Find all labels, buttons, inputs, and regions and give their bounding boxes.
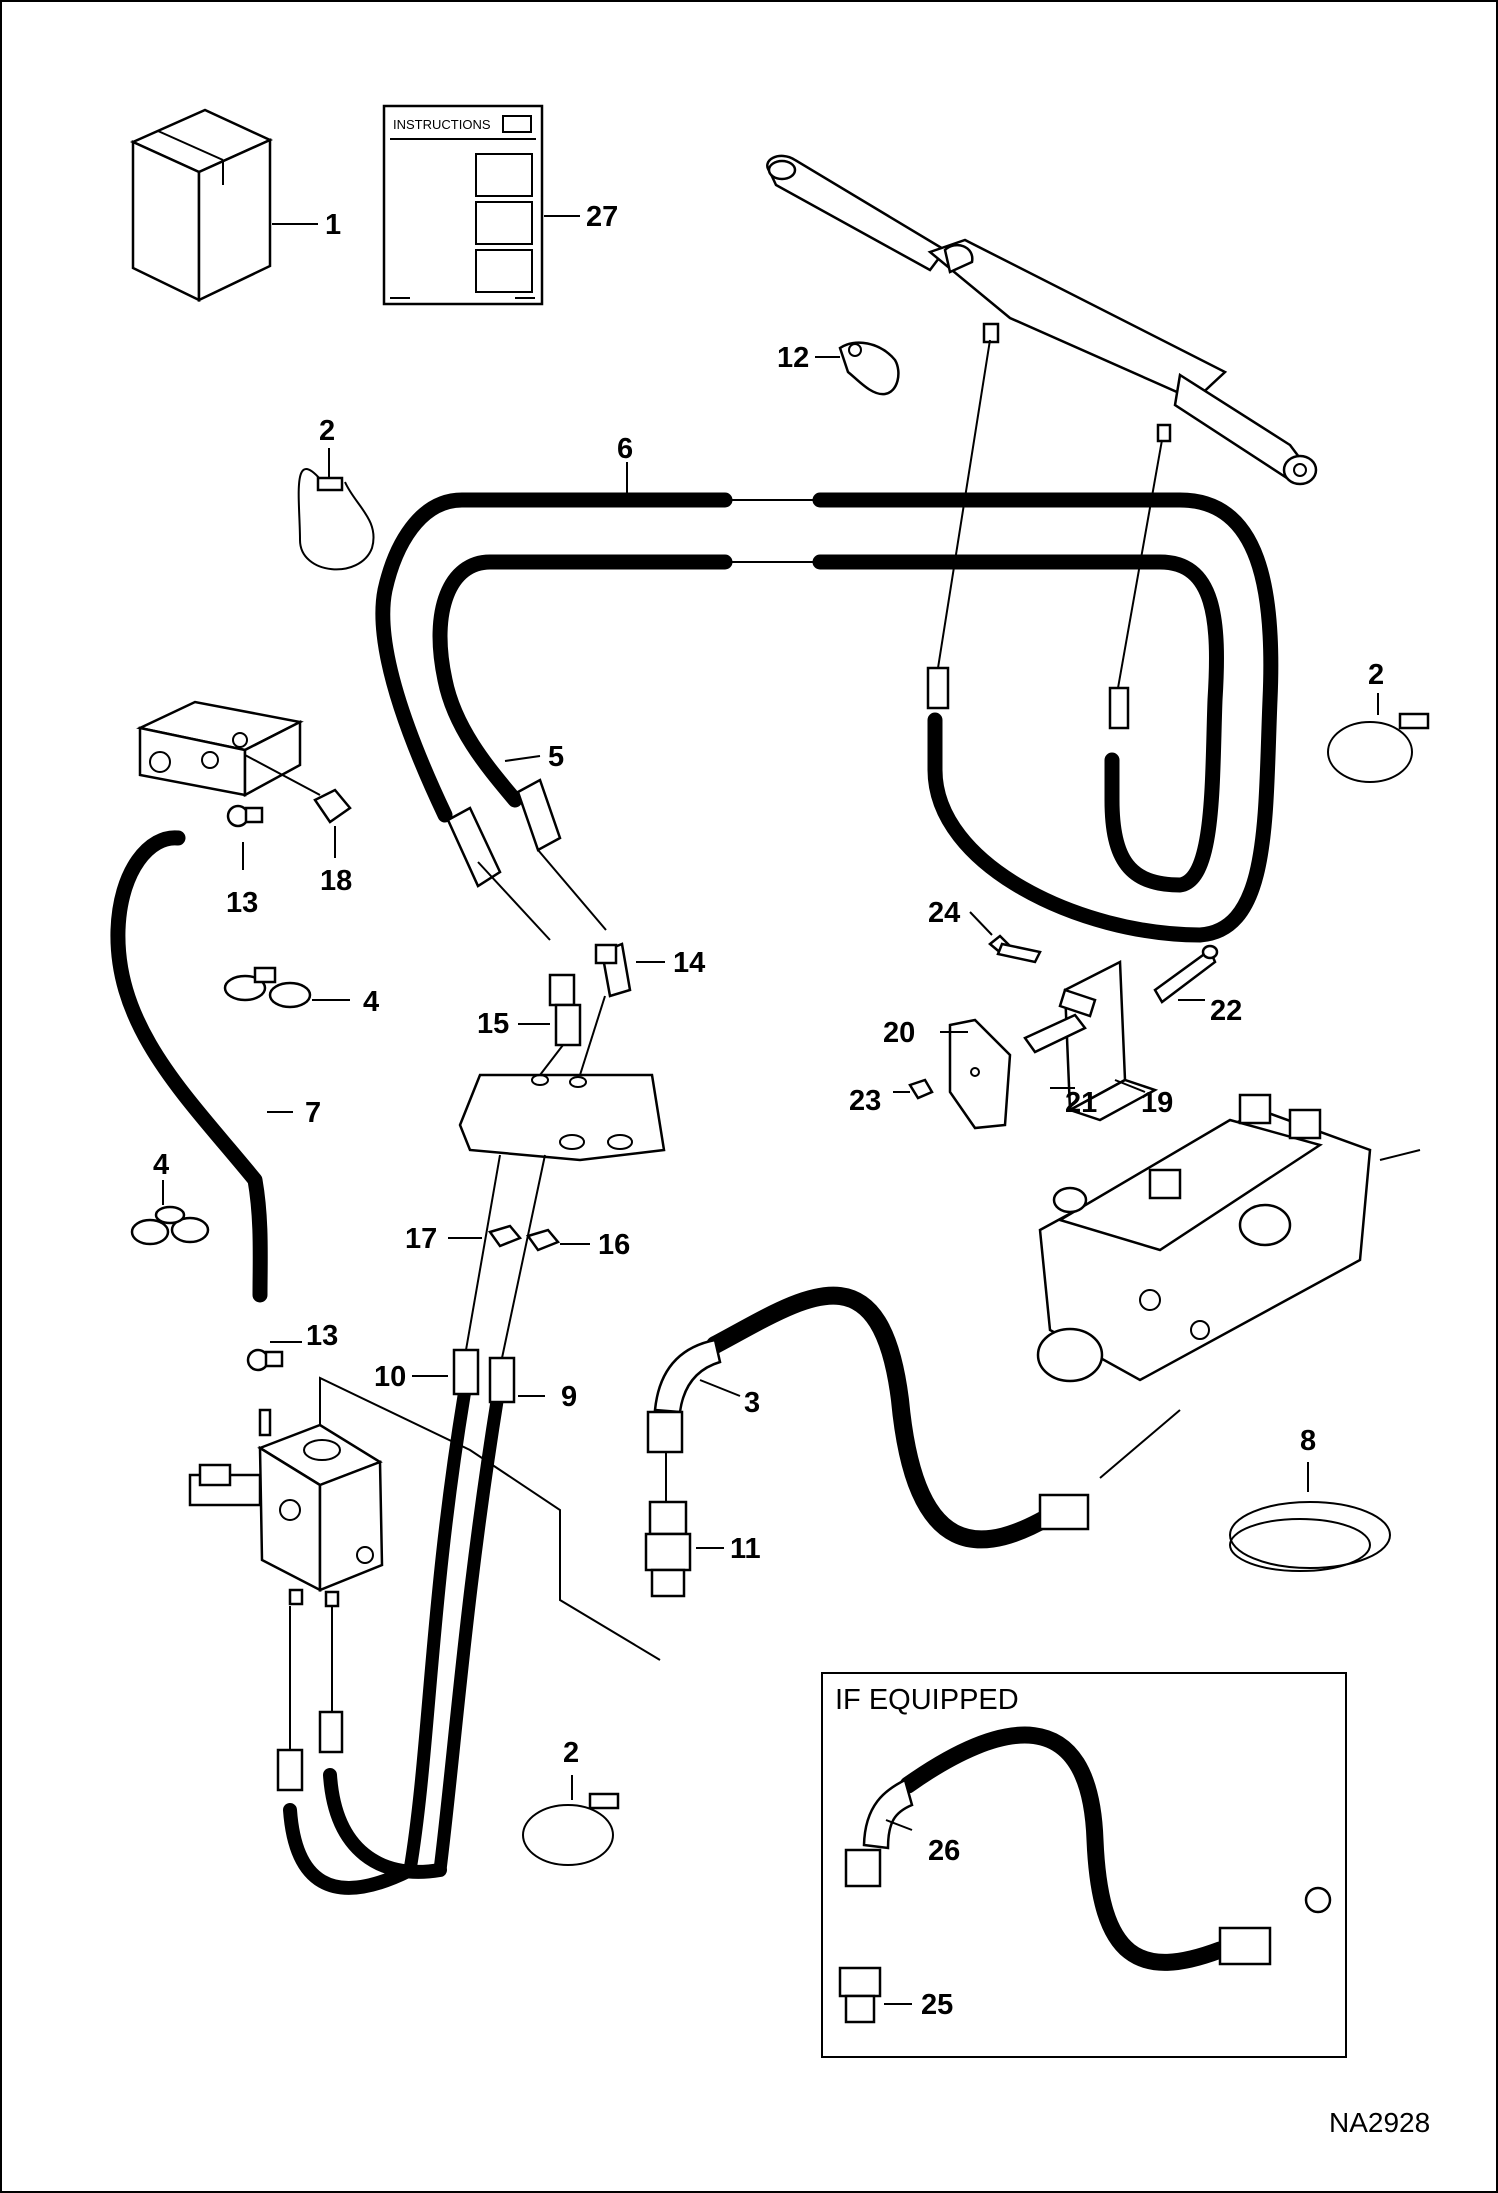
callout-22: 22 xyxy=(1210,995,1242,1027)
drawing-code: NA2928 xyxy=(1329,2107,1430,2138)
part-valve-manifold xyxy=(188,1408,384,1608)
hose-fittings-lower xyxy=(446,778,562,888)
part-fitting-11 xyxy=(644,1500,692,1598)
callout-2-top: 2 xyxy=(319,415,335,447)
link-15-bracket xyxy=(539,1044,564,1076)
callout-20: 20 xyxy=(883,1017,915,1049)
instructions-label: INSTRUCTIONS xyxy=(393,117,491,132)
part-tie-strap-right xyxy=(1327,712,1430,783)
hose-manifold-b xyxy=(323,1768,447,1879)
hose-9 xyxy=(433,1356,516,1877)
part-control-valve xyxy=(1036,1093,1421,1383)
callout-13-top: 13 xyxy=(226,887,258,919)
callout-11: 11 xyxy=(730,1533,761,1565)
part-fitting-15 xyxy=(548,973,582,1047)
part-spacer-21 xyxy=(1023,1013,1087,1054)
part-tie-strap-bottom xyxy=(522,1792,620,1866)
callout-5: 5 xyxy=(548,741,564,773)
callout-10: 10 xyxy=(374,1361,406,1393)
part-hose-clamp-4-left xyxy=(130,1205,210,1246)
callout-25: 25 xyxy=(921,1989,953,2021)
hose-fittings-cylinder xyxy=(926,339,1163,730)
inset-title: IF EQUIPPED xyxy=(835,1684,1019,1716)
part-nut-16 xyxy=(525,1228,561,1252)
hose-manifold-a xyxy=(283,1803,417,1895)
hose-5 xyxy=(432,554,1224,893)
part-bolt-24 xyxy=(988,934,1042,964)
callout-2-right: 2 xyxy=(1368,659,1384,691)
callout-14: 14 xyxy=(673,947,705,979)
callout-24: 24 xyxy=(928,897,960,929)
inset-if-equipped: IF EQUIPPED xyxy=(821,1672,1347,2058)
leader-19 xyxy=(1114,1079,1146,1093)
leader-5 xyxy=(504,755,541,762)
leader-24 xyxy=(969,911,993,936)
fitting-manifold-a xyxy=(276,1748,304,1792)
callout-23: 23 xyxy=(849,1085,881,1117)
callout-4-left: 4 xyxy=(153,1149,169,1181)
link-9 xyxy=(501,1154,546,1359)
part-plate-20 xyxy=(948,1018,1012,1130)
callout-26: 26 xyxy=(928,1835,960,1867)
link-10 xyxy=(465,1154,501,1351)
fitting-manifold-b xyxy=(318,1710,344,1754)
callout-18: 18 xyxy=(320,865,352,897)
part-box xyxy=(129,108,274,302)
link-14-bracket xyxy=(579,995,606,1076)
part-hose-clamp-13-top xyxy=(226,804,264,828)
part-mounting-bracket xyxy=(458,1073,666,1162)
part-nut-17 xyxy=(487,1224,523,1248)
callout-8: 8 xyxy=(1300,1425,1316,1457)
link-manifold-11 xyxy=(319,1376,661,1661)
callout-4-top: 4 xyxy=(363,986,379,1018)
callout-19: 19 xyxy=(1141,1087,1173,1119)
part-hydraulic-cylinder xyxy=(766,154,1318,486)
part-fitting-14 xyxy=(594,942,632,998)
callout-1: 1 xyxy=(325,209,341,241)
callout-21: 21 xyxy=(1065,1087,1097,1119)
callout-6: 6 xyxy=(617,433,633,465)
part-pin-22 xyxy=(1153,944,1219,1004)
callout-3: 3 xyxy=(744,1387,760,1419)
part-hose-clamp-4-top xyxy=(223,966,312,1009)
callout-9: 9 xyxy=(561,1381,577,1413)
part-tubing-coil-8 xyxy=(1229,1501,1391,1572)
callout-17: 17 xyxy=(405,1223,437,1255)
callout-13-mid: 13 xyxy=(306,1320,338,1352)
link-5-to-15 xyxy=(477,861,551,941)
part-tie-strap-top xyxy=(297,468,375,571)
callout-7: 7 xyxy=(305,1097,321,1129)
hose-6 xyxy=(375,492,1279,943)
callout-15: 15 xyxy=(477,1008,509,1040)
hose-10 xyxy=(403,1348,480,1877)
hose-3 xyxy=(646,1286,1090,1549)
part-hose-clamp-13-mid xyxy=(246,1348,284,1372)
part-bracket-19 xyxy=(1058,960,1159,1122)
leader-3 xyxy=(699,1379,741,1397)
callout-12: 12 xyxy=(777,342,809,374)
callout-16: 16 xyxy=(598,1229,630,1261)
callout-27: 27 xyxy=(586,201,618,233)
callout-labels: 1 27 12 2 6 2 5 13 18 4 14 15 7 4 24 22 … xyxy=(153,201,1384,2021)
link-6-to-14 xyxy=(537,849,607,931)
part-instructions-sheet: INSTRUCTIONS xyxy=(382,104,544,306)
link-3-valve xyxy=(1099,1409,1181,1479)
part-clamp-12 xyxy=(838,341,900,396)
part-nut-23 xyxy=(908,1078,934,1100)
hose-7 xyxy=(110,830,268,1303)
leader-26 xyxy=(885,1819,913,1831)
part-valve-block-18 xyxy=(136,700,352,824)
callout-2-bottom: 2 xyxy=(563,1737,579,1769)
